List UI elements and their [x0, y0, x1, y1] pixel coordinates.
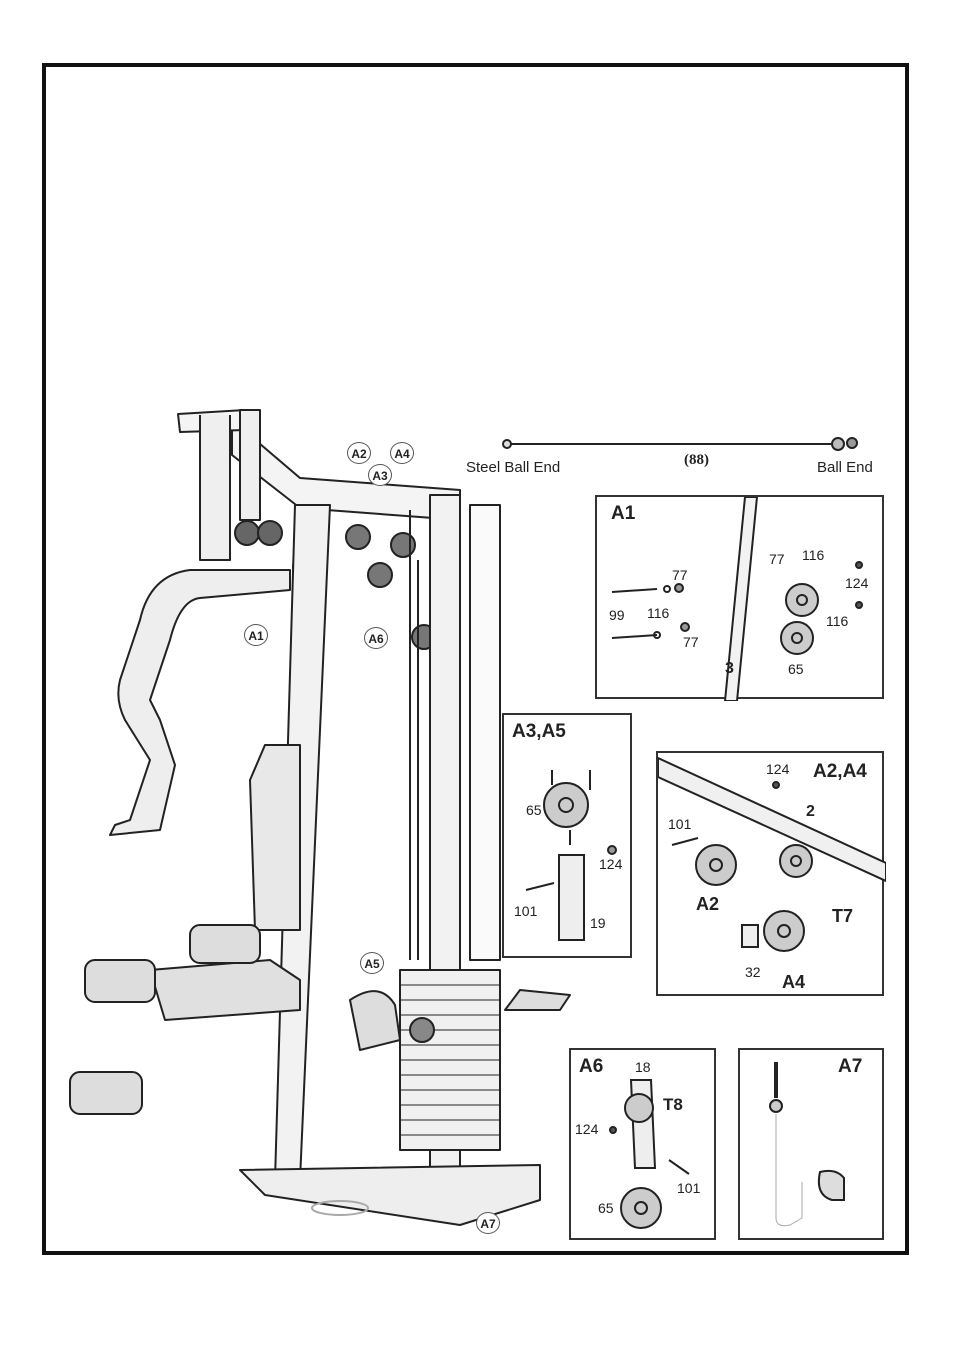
a3-a5-part-65: 65 — [526, 802, 542, 818]
a6-part-101: 101 — [677, 1180, 700, 1196]
a1-detail-drawing — [597, 497, 886, 701]
cable-part-number: (88) — [684, 452, 709, 469]
a2-a4-label-t7: T7 — [832, 906, 853, 927]
callout-a7: A7 — [476, 1212, 500, 1234]
a2-a4-label-a2: A2 — [696, 894, 719, 915]
a1-part-65: 65 — [788, 661, 804, 677]
callout-a2: A2 — [347, 442, 371, 464]
a1-part-124: 124 — [845, 575, 868, 591]
callout-a6: A6 — [364, 627, 388, 649]
a2-a4-detail-drawing — [658, 753, 886, 998]
a6-label-t8: T8 — [663, 1095, 683, 1115]
a1-part-3: 3 — [725, 660, 734, 678]
a1-part-99: 99 — [609, 607, 625, 623]
a6-part-18: 18 — [635, 1059, 651, 1075]
a1-part-116-right: 116 — [826, 613, 848, 629]
a1-part-116-top: 116 — [802, 547, 824, 563]
a7-detail-drawing — [740, 1050, 886, 1242]
callout-a4: A4 — [390, 442, 414, 464]
panel-a2-a4-title: A2,A4 — [813, 761, 867, 783]
a3-a5-part-19: 19 — [590, 915, 606, 931]
a6-part-65: 65 — [598, 1200, 614, 1216]
a1-part-77: 77 — [672, 567, 688, 583]
detail-panel-a3-a5: A3,A5 65 124 101 19 — [502, 713, 632, 958]
a1-part-116: 116 — [647, 605, 669, 621]
callout-a3: A3 — [368, 464, 392, 486]
steel-ball-end-label: Steel Ball End — [466, 459, 560, 476]
panel-a6-title: A6 — [579, 1056, 603, 1078]
a1-part-77-lower: 77 — [683, 634, 699, 650]
detail-panel-a1: A1 77 99 116 77 77 116 124 116 3 65 — [595, 495, 884, 699]
callout-a1: A1 — [244, 624, 268, 646]
panel-a3-a5-title: A3,A5 — [512, 721, 566, 743]
a3-a5-part-101: 101 — [514, 903, 537, 919]
a3-a5-part-124: 124 — [599, 856, 622, 872]
a2-a4-part-101: 101 — [668, 816, 691, 832]
a6-part-124: 124 — [575, 1121, 598, 1137]
panel-a1-title: A1 — [611, 503, 635, 525]
detail-panel-a2-a4: A2,A4 124 2 101 A2 T7 32 A4 — [656, 751, 884, 996]
a2-a4-label-a4: A4 — [782, 972, 805, 993]
callout-a5: A5 — [360, 952, 384, 974]
panel-a7-title: A7 — [838, 1056, 862, 1078]
detail-panel-a6: A6 18 T8 124 101 65 — [569, 1048, 716, 1240]
detail-panel-a7: A7 — [738, 1048, 884, 1240]
a1-part-77-right: 77 — [769, 551, 785, 567]
a2-a4-part-2: 2 — [806, 803, 815, 821]
a2-a4-part-124: 124 — [766, 761, 789, 777]
a6-detail-drawing — [571, 1050, 718, 1242]
a2-a4-part-32: 32 — [745, 964, 761, 980]
ball-end-label: Ball End — [817, 459, 873, 476]
a3-a5-detail-drawing — [504, 715, 634, 960]
